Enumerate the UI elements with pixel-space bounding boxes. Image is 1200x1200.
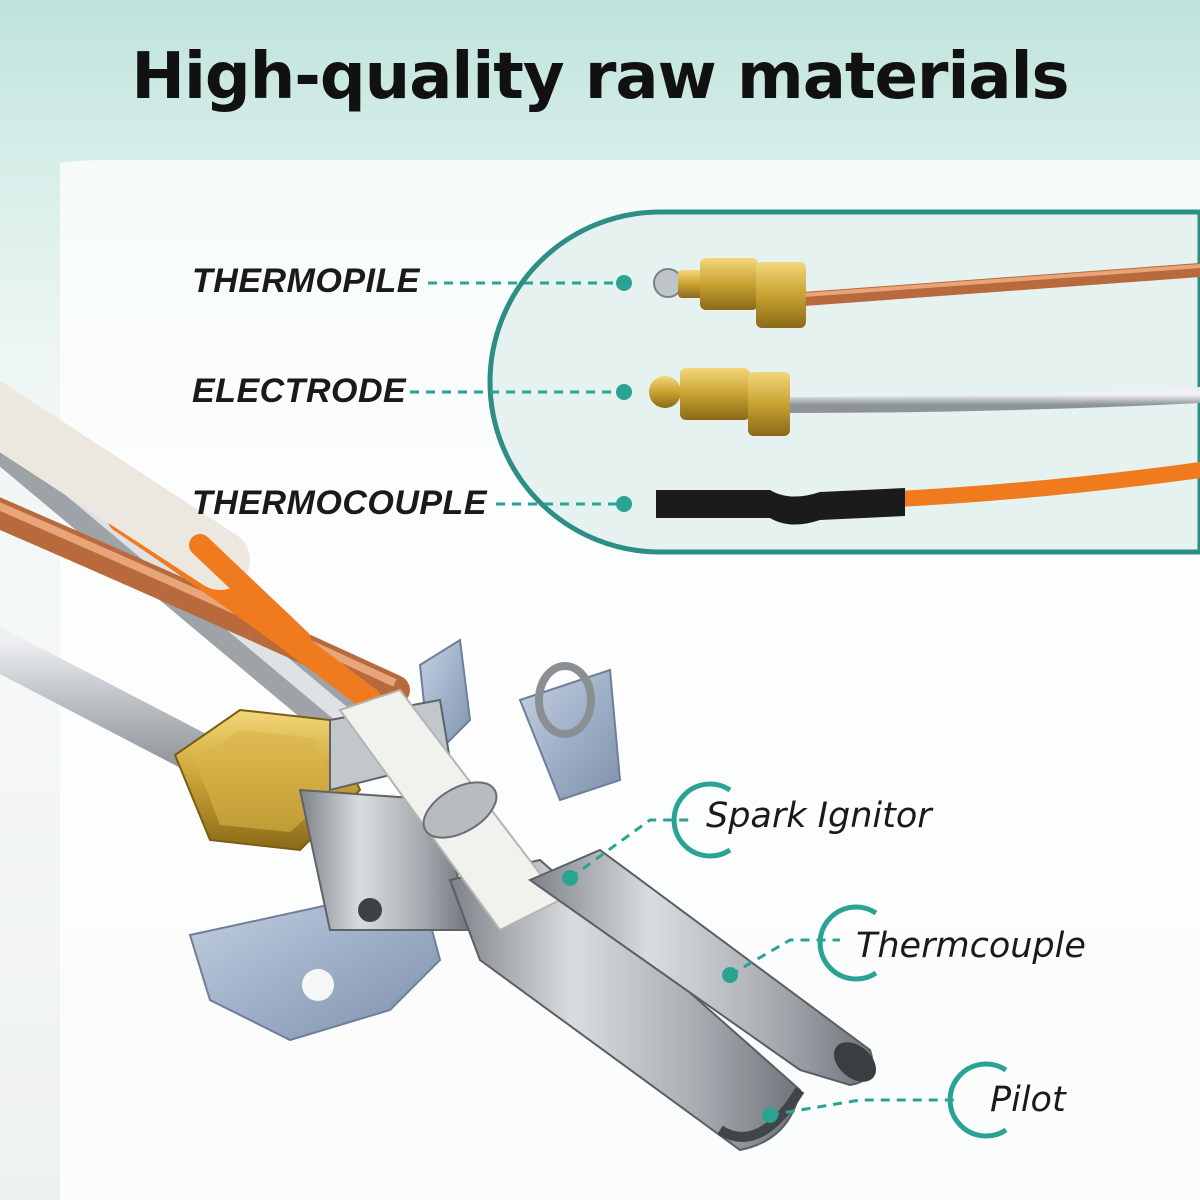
label-electrode: ELECTRODE (192, 372, 407, 410)
lead-wires (0, 381, 410, 791)
thermocouple-marker (616, 496, 632, 512)
thermcouple-marker (722, 967, 738, 983)
callout-spark-ignitor: Spark Ignitor (706, 796, 932, 836)
spark-ignitor-ring (671, 781, 732, 859)
label-thermopile: THERMOPILE (192, 262, 420, 300)
electrode-marker (616, 384, 632, 400)
thermocouple-lead (656, 462, 1200, 525)
pilot-ring (947, 1061, 1008, 1139)
thermcouple-ring (817, 904, 878, 982)
label-thermocouple: THERMOCOUPLE (192, 484, 487, 522)
thermocouple-rod (527, 848, 877, 1087)
pilot-tube (448, 858, 805, 1152)
headline: High-quality raw materials (131, 40, 1069, 114)
pilot-marker (762, 1107, 778, 1123)
spark-ignitor (338, 662, 595, 932)
spark-ignitor-marker (562, 870, 578, 886)
callout-thermcouple: Thermcouple (856, 926, 1086, 966)
thermopile-connector (653, 258, 1200, 328)
callout-pilot: Pilot (990, 1080, 1066, 1120)
thermopile-marker (616, 275, 632, 291)
electrode-connector (649, 368, 1200, 436)
